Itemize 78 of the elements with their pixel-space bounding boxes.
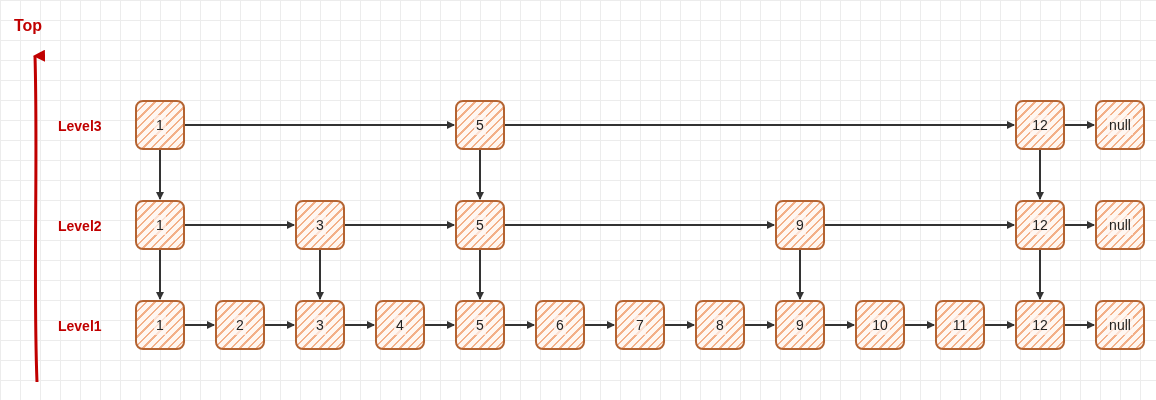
list-node (215, 300, 265, 350)
list-node (1015, 100, 1065, 150)
arrow (744, 321, 775, 329)
axis-label: Top (14, 16, 43, 36)
node-value: 3 (314, 315, 326, 335)
list-node (1015, 200, 1065, 250)
list-node (455, 300, 505, 350)
list-node (855, 300, 905, 350)
arrow (1064, 321, 1095, 329)
arrow (344, 321, 375, 329)
node-value: 9 (794, 315, 806, 335)
node-value: 3 (314, 215, 326, 235)
list-node (1015, 300, 1065, 350)
arrow (424, 321, 455, 329)
list-node (135, 100, 185, 150)
node-value: 5 (474, 315, 486, 335)
arrow (476, 149, 484, 200)
arrow (584, 321, 615, 329)
arrow (824, 321, 855, 329)
arrow (1036, 149, 1044, 200)
level-label: Level3 (58, 117, 102, 136)
list-node (535, 300, 585, 350)
node-value: 8 (714, 315, 726, 335)
arrow (824, 221, 1015, 229)
node-value: null (1107, 215, 1133, 235)
list-node (1095, 300, 1145, 350)
node-value: null (1107, 115, 1133, 135)
list-node (695, 300, 745, 350)
node-value: 5 (474, 215, 486, 235)
list-node (935, 300, 985, 350)
node-value: 1 (154, 315, 166, 335)
arrow (344, 221, 455, 229)
list-node (1095, 100, 1145, 150)
node-value: 1 (154, 115, 166, 135)
list-node (135, 200, 185, 250)
node-value: 6 (554, 315, 566, 335)
list-node (455, 100, 505, 150)
list-node (615, 300, 665, 350)
node-value: 12 (1030, 115, 1050, 135)
node-value: 10 (870, 315, 890, 335)
list-node (135, 300, 185, 350)
level-label: Level1 (58, 317, 102, 336)
arrow (476, 249, 484, 300)
node-value: 12 (1030, 315, 1050, 335)
node-value: 2 (234, 315, 246, 335)
arrow (984, 321, 1015, 329)
node-value: 9 (794, 215, 806, 235)
node-value: 1 (154, 215, 166, 235)
list-node (775, 200, 825, 250)
node-value: 7 (634, 315, 646, 335)
node-value: 12 (1030, 215, 1050, 235)
arrow (156, 249, 164, 300)
arrow (184, 321, 215, 329)
list-node (1095, 200, 1145, 250)
arrow (184, 221, 295, 229)
arrow (1064, 121, 1095, 129)
arrow (904, 321, 935, 329)
list-node (775, 300, 825, 350)
list-node (295, 300, 345, 350)
arrow (796, 249, 804, 300)
arrow (264, 321, 295, 329)
level-label: Level2 (58, 217, 102, 236)
arrow (504, 321, 535, 329)
arrow (664, 321, 695, 329)
node-value: 11 (950, 315, 970, 335)
arrow (184, 121, 455, 129)
node-value: null (1107, 315, 1133, 335)
node-value: 4 (394, 315, 406, 335)
arrow (504, 221, 775, 229)
list-node (375, 300, 425, 350)
arrow (1064, 221, 1095, 229)
node-value: 5 (474, 115, 486, 135)
arrow (316, 249, 324, 300)
arrow (156, 149, 164, 200)
arrow (1036, 249, 1044, 300)
arrow (504, 121, 1015, 129)
list-node (295, 200, 345, 250)
list-node (455, 200, 505, 250)
